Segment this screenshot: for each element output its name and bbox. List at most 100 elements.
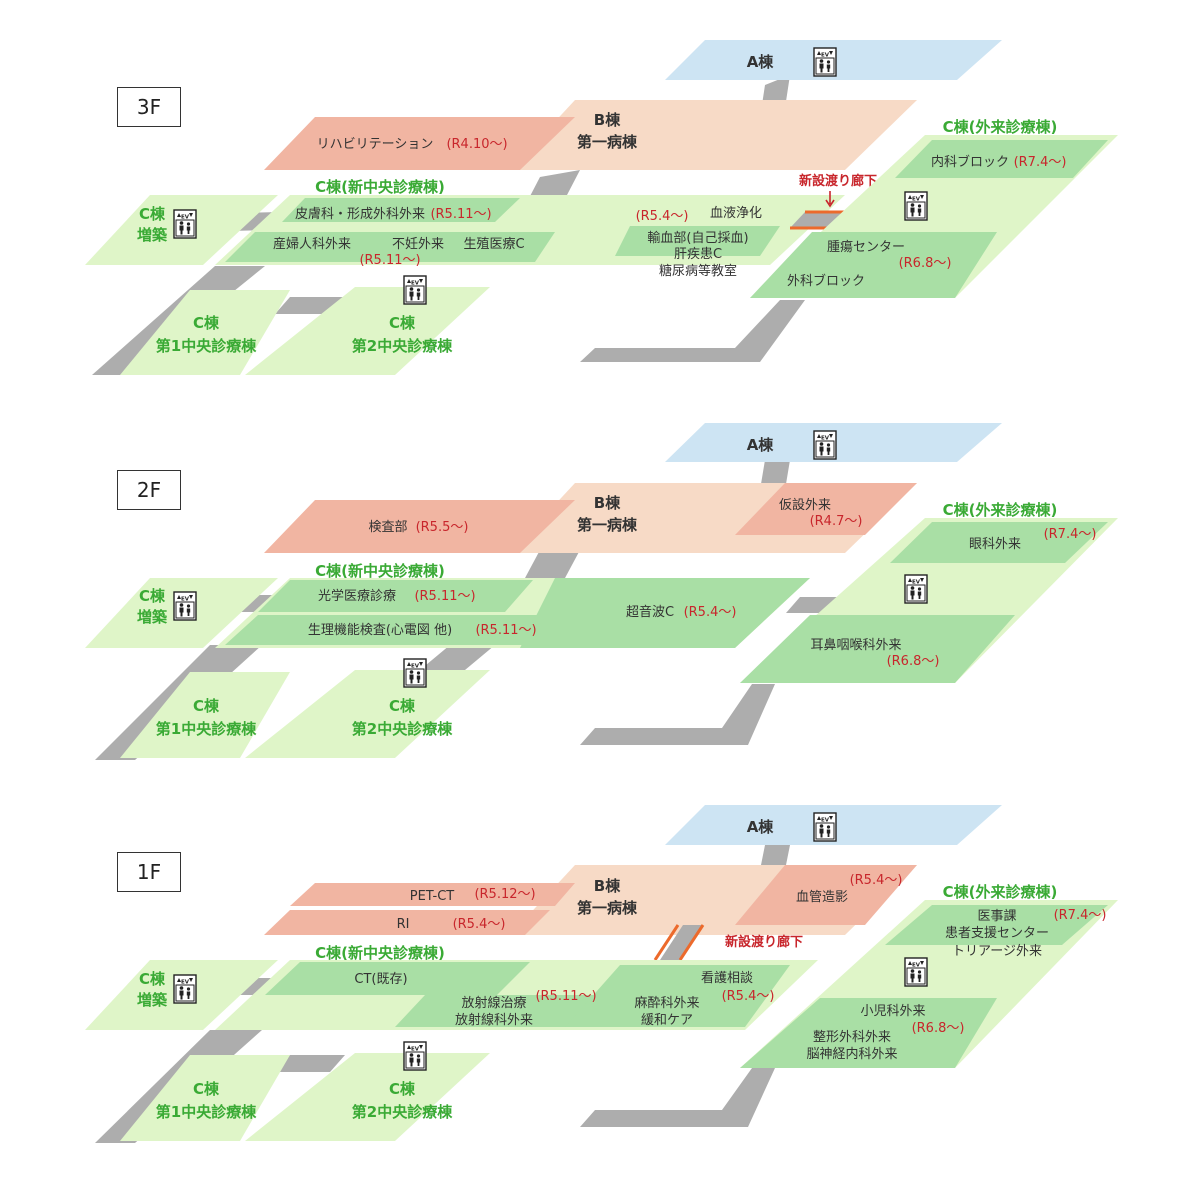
dept-name: 看護相談 bbox=[701, 970, 753, 986]
dept-date: (R5.11〜) bbox=[475, 623, 536, 638]
building-b bbox=[510, 100, 917, 170]
building-a-label: A棟 bbox=[747, 53, 775, 71]
dept-area bbox=[740, 615, 1015, 683]
dept-name: 放射線科外来 bbox=[455, 1012, 533, 1028]
dept-area bbox=[750, 232, 997, 298]
dept-date: (R5.11〜) bbox=[430, 207, 491, 222]
dept-date: (R4.10〜) bbox=[446, 137, 507, 152]
c-first-center-label-2: 第1中央診療棟 bbox=[156, 337, 257, 355]
dept-area bbox=[258, 580, 533, 612]
annex-label-2: 増築 bbox=[137, 991, 168, 1009]
c-first-center-label-2: 第1中央診療棟 bbox=[156, 720, 257, 738]
dept-name: 血管造影 bbox=[796, 890, 848, 905]
dept-name: 放射線治療 bbox=[461, 995, 526, 1011]
dept-name: 仮設外来 bbox=[779, 497, 831, 513]
dept-date: (R7.4〜) bbox=[1054, 908, 1107, 923]
dept-name: 耳鼻咽喉科外来 bbox=[810, 637, 901, 653]
dept-name: 眼科外来 bbox=[969, 537, 1021, 552]
dept-area bbox=[264, 910, 550, 935]
arrow-down-icon bbox=[825, 191, 835, 208]
dept-date: (R5.11〜) bbox=[535, 989, 596, 1004]
dept-name: 不妊外来 bbox=[392, 237, 444, 252]
floor-label-2f: 2F bbox=[117, 470, 181, 510]
dept-name: 検査部 bbox=[368, 520, 407, 535]
dept-name: 患者支援センター bbox=[945, 926, 1049, 941]
floor-label-3f: 3F bbox=[117, 87, 181, 127]
dept-name: 超音波C bbox=[626, 604, 674, 620]
dept-area bbox=[290, 883, 575, 906]
dept-name: 皮膚科・形成外科外来 bbox=[295, 206, 425, 222]
new-corridor-label: 新設渡り廊下 bbox=[725, 934, 803, 950]
building-c-first-center bbox=[120, 1055, 290, 1141]
dept-area bbox=[282, 198, 520, 222]
c-outpatient-label: C棟(外来診療棟) bbox=[943, 501, 1058, 519]
building-b-label-1: B棟 bbox=[594, 111, 621, 129]
dept-date: (R5.4〜) bbox=[684, 605, 737, 620]
dept-area bbox=[395, 995, 600, 1027]
annex-label-1: C棟 bbox=[139, 587, 166, 605]
elevator-icon bbox=[173, 209, 197, 239]
c-outpatient-label: C棟(外来診療棟) bbox=[943, 118, 1058, 136]
floor-label-1f: 1F bbox=[117, 852, 181, 892]
dept-area bbox=[895, 140, 1108, 178]
building-b-label-2: 第一病棟 bbox=[577, 133, 638, 151]
dept-name: 糖尿病等教室 bbox=[659, 263, 737, 279]
dept-name: RI bbox=[397, 917, 410, 932]
dept-date: (R6.8〜) bbox=[887, 654, 940, 669]
new-corridor-edge bbox=[678, 924, 705, 961]
dept-name: PET-CT bbox=[410, 889, 455, 904]
building-c-first-center bbox=[120, 290, 290, 375]
dept-name: トリアージ外来 bbox=[952, 944, 1042, 959]
dept-name: CT(既存) bbox=[354, 972, 407, 987]
annex-label-2: 増築 bbox=[137, 608, 168, 626]
c-second-center-label-2: 第2中央診療棟 bbox=[352, 1103, 453, 1121]
dept-date: (R5.11〜) bbox=[414, 589, 475, 604]
dept-name: 整形外科外来 bbox=[813, 1030, 891, 1045]
building-a-label: A棟 bbox=[747, 818, 775, 836]
elevator-icon bbox=[904, 574, 928, 604]
dept-date: (R7.4〜) bbox=[1044, 527, 1097, 542]
elevator-icon bbox=[173, 591, 197, 621]
dept-name: 外科ブロック bbox=[787, 273, 865, 289]
c-new-center-label: C棟(新中央診療棟) bbox=[315, 178, 445, 196]
building-c-second-center bbox=[245, 670, 490, 758]
building-a-label: A棟 bbox=[747, 436, 775, 454]
elevator-icon bbox=[173, 974, 197, 1004]
dept-date: (R5.12〜) bbox=[474, 887, 535, 902]
c-new-center-label: C棟(新中央診療棟) bbox=[315, 944, 445, 962]
c-second-center-label-1: C棟 bbox=[389, 697, 416, 715]
dept-name: 産婦人科外来 bbox=[273, 236, 351, 252]
annex-label-2: 増築 bbox=[137, 226, 168, 244]
c-second-center-label-1: C棟 bbox=[389, 314, 416, 332]
building-c-second-center bbox=[245, 287, 490, 375]
dept-date: (R5.5〜) bbox=[416, 520, 469, 535]
dept-area bbox=[735, 483, 917, 535]
dept-name: 光学医療診療 bbox=[318, 588, 396, 604]
dept-date: (R6.8〜) bbox=[899, 256, 952, 271]
dept-area bbox=[885, 905, 1108, 945]
elevator-icon bbox=[403, 275, 427, 305]
building-b-label-2: 第一病棟 bbox=[577, 899, 638, 917]
elevator-icon bbox=[813, 430, 837, 460]
c-first-center-label-1: C棟 bbox=[193, 697, 220, 715]
dept-date: (R5.4〜) bbox=[453, 917, 506, 932]
c-outpatient-label: C棟(外来診療棟) bbox=[943, 883, 1058, 901]
corridor bbox=[580, 684, 775, 745]
new-corridor-edge bbox=[653, 924, 680, 961]
c-second-center-label-1: C棟 bbox=[389, 1080, 416, 1098]
dept-name: 輸血部(自己採血) bbox=[647, 231, 748, 246]
dept-name: リハビリテーション bbox=[317, 137, 434, 152]
dept-area bbox=[615, 226, 780, 256]
elevator-icon bbox=[403, 1041, 427, 1071]
floor-3f: A棟 B棟 第一病棟 リハビリテーション (R4.10〜) C棟 増築 C棟(新… bbox=[85, 40, 1118, 375]
dept-name: 腫瘍センター bbox=[827, 239, 905, 255]
building-b-label-2: 第一病棟 bbox=[577, 516, 638, 534]
dept-name: 血液浄化 bbox=[710, 206, 762, 221]
dept-name: 脳神経内科外来 bbox=[806, 1046, 897, 1062]
elevator-icon bbox=[403, 658, 427, 688]
c-new-center-label: C棟(新中央診療棟) bbox=[315, 562, 445, 580]
corridor bbox=[580, 1068, 775, 1127]
floor-2f: A棟 B棟 第一病棟 検査部 (R5.5〜) 仮設外来 (R4.7〜) C棟 増… bbox=[85, 423, 1118, 760]
